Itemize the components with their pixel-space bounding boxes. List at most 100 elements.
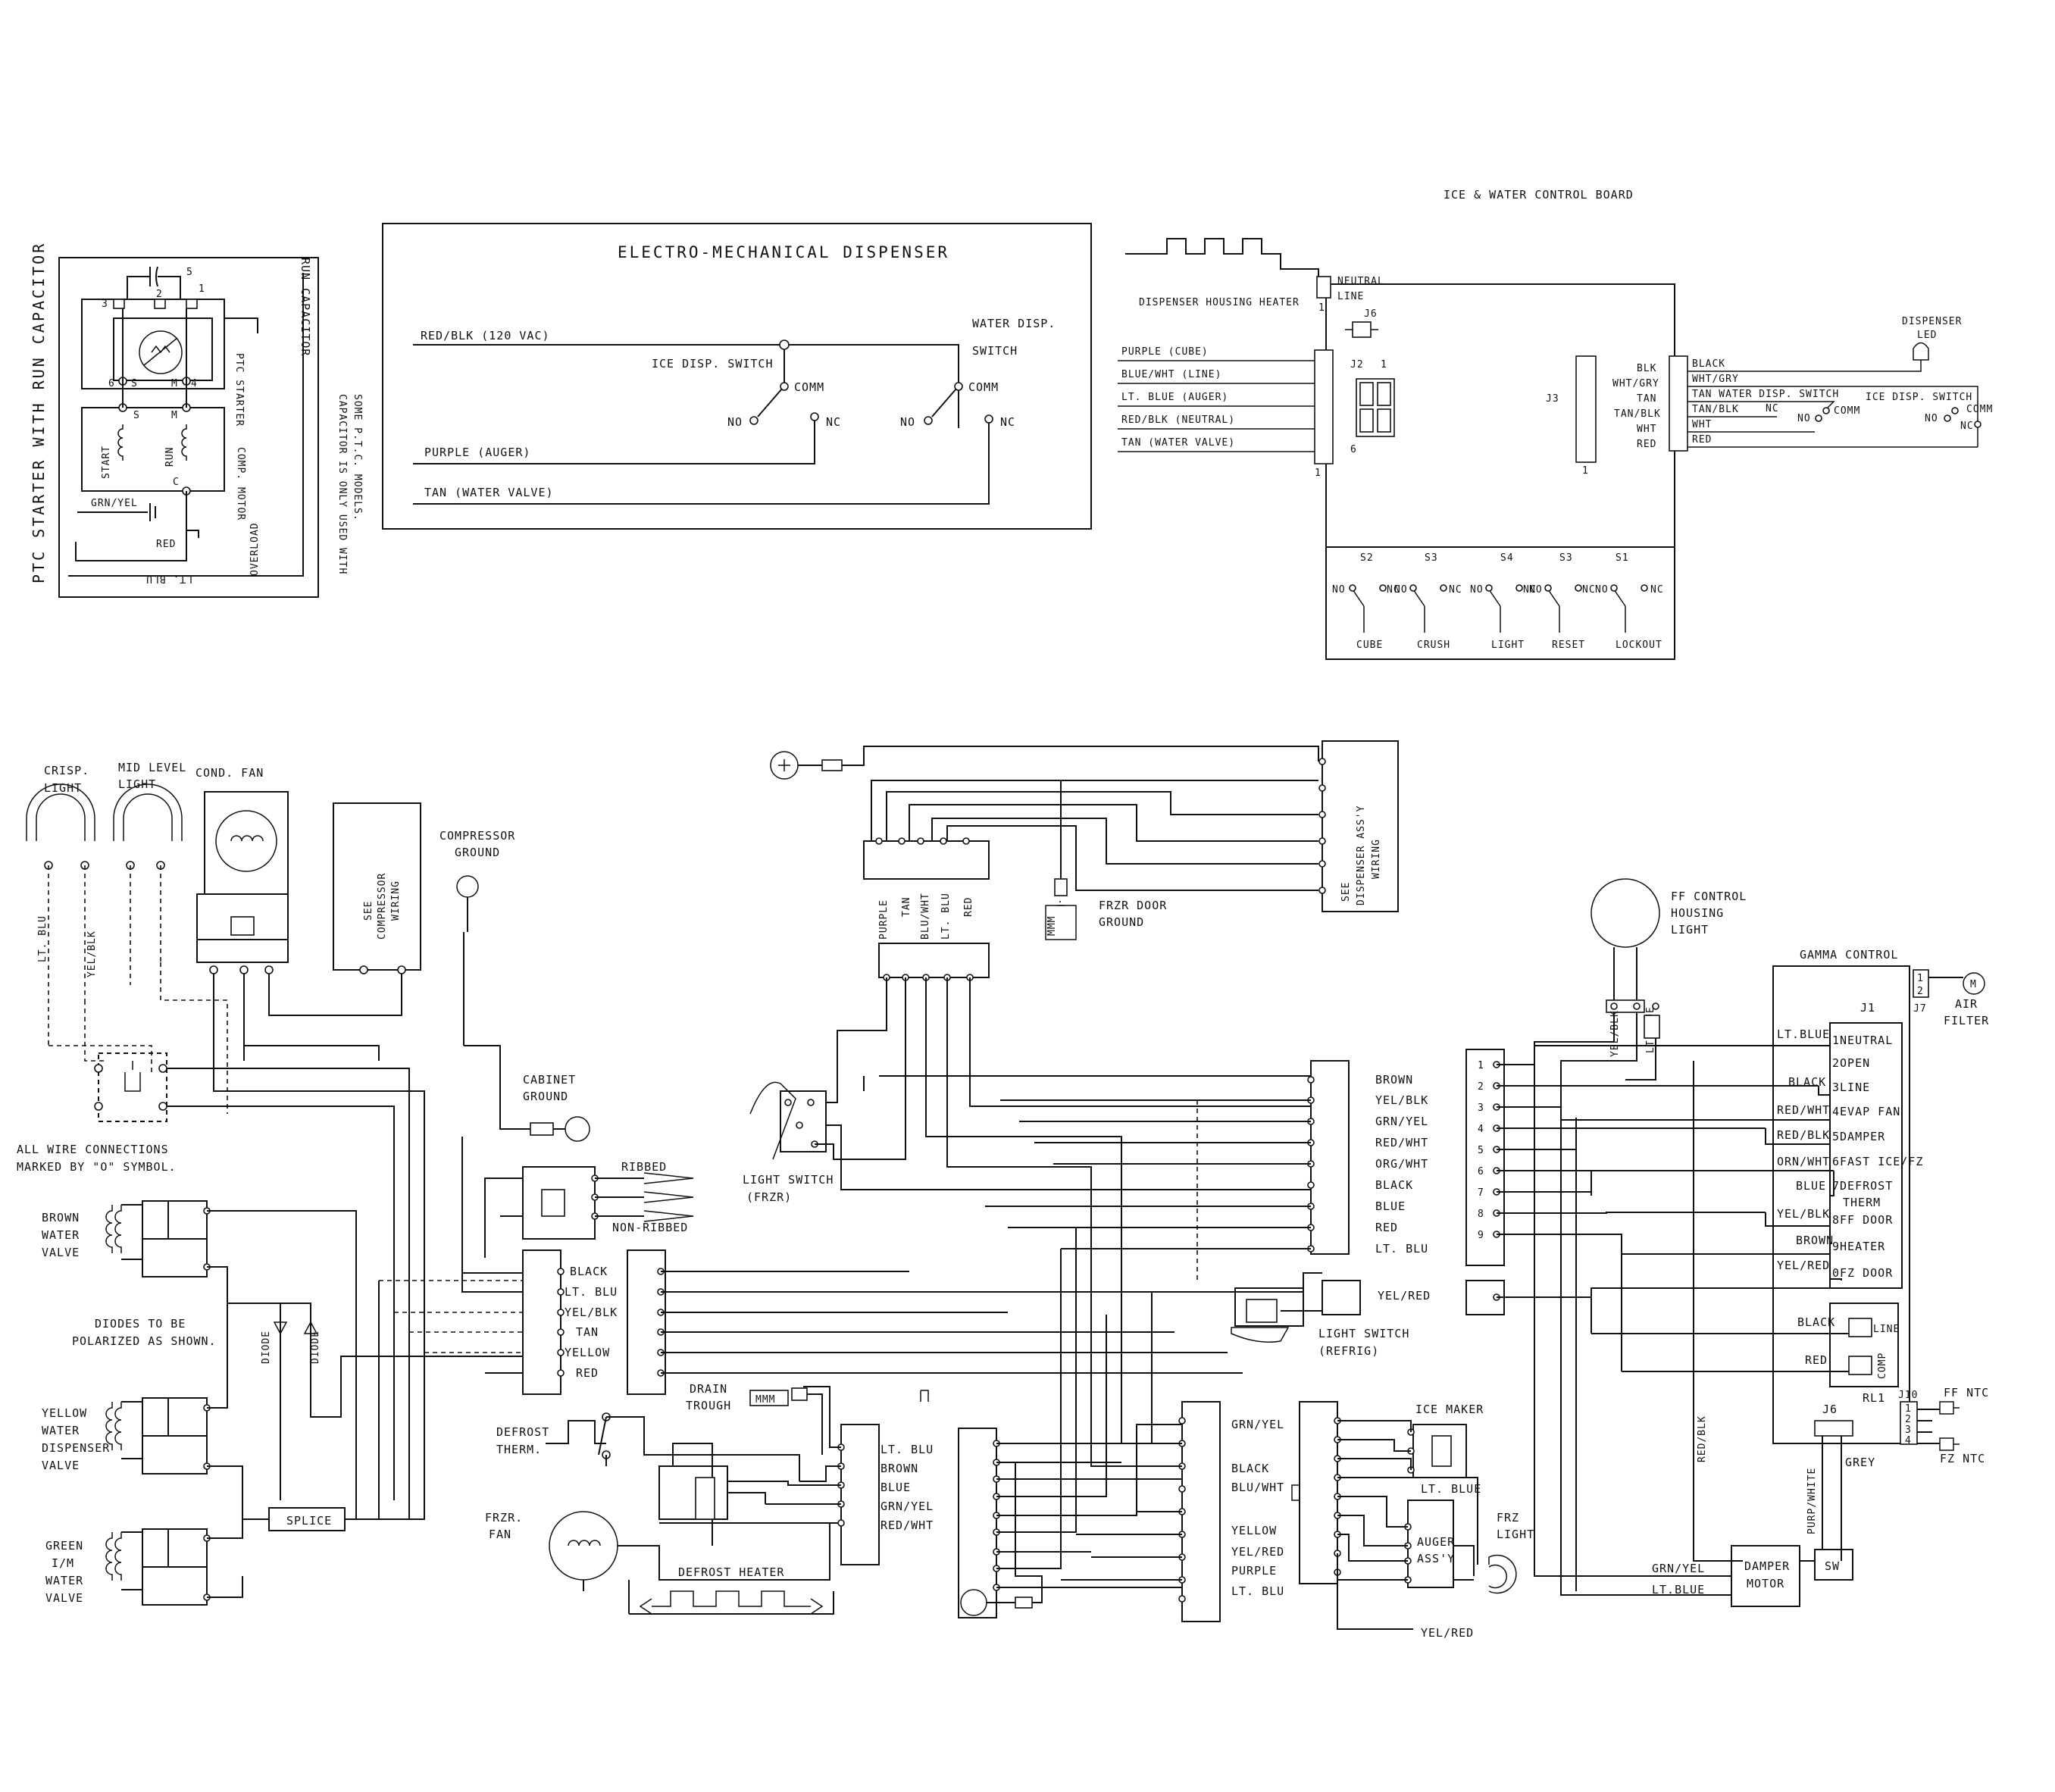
gp-6: 6FAST ICE/FZ (1832, 1155, 1923, 1168)
iw-wire-3: LT. BLUE (AUGER) (1121, 392, 1228, 403)
cn-5: 5 (1478, 1145, 1484, 1156)
mw-5: YEL/RED (1231, 1545, 1284, 1559)
purp-white-g: PURP/WHITE (1806, 1468, 1818, 1534)
ptc-term-5: 5 (186, 267, 193, 278)
capacitor-note: CAPACITOR IS ONLY USED WITH (336, 394, 348, 574)
ice-no-label: NO (727, 415, 743, 429)
gp-11: 0FZ DOOR (1832, 1266, 1893, 1280)
frzr-door: FRZR DOOR (1099, 899, 1167, 912)
cc-2: YEL/BLK (1375, 1093, 1428, 1107)
yel-blk-vert: YEL/BLK (86, 930, 98, 977)
j10-p4: 4 (1905, 1435, 1912, 1446)
led-label-2: LED (1917, 330, 1937, 341)
sw-nc-3: NC (1523, 584, 1537, 596)
ribbed-label: RIBBED (621, 1160, 667, 1174)
cn-7: 7 (1478, 1187, 1484, 1199)
sw-4-label: RESET (1552, 640, 1585, 651)
ff-ntc: FF NTC (1944, 1386, 1989, 1400)
line-label: LINE (1337, 291, 1364, 302)
gw-9: YEL/RED (1777, 1259, 1830, 1272)
iw-wire-2: BLUE/WHT (LINE) (1121, 369, 1221, 380)
cc-1: BROWN (1375, 1073, 1413, 1087)
gp-2: 2OPEN (1832, 1056, 1870, 1070)
mmm-2: MMM (755, 1394, 775, 1406)
j3-label: J3 (1546, 393, 1559, 405)
mw-1: GRN/YEL (1231, 1418, 1284, 1431)
motor-term-s: S (133, 410, 140, 421)
sw-no-4: NO (1529, 584, 1543, 596)
gp-9: 8FF DOOR (1832, 1213, 1893, 1227)
yellow-valve-3: DISPENSER (42, 1441, 110, 1455)
j10-p3: 3 (1905, 1425, 1912, 1436)
j7-label: J7 (1913, 1003, 1927, 1015)
fz-ntc: FZ NTC (1940, 1452, 1985, 1465)
all-wire-label: ALL WIRE CONNECTIONS (17, 1143, 169, 1156)
water-switch-label: WATER DISP. (972, 317, 1056, 330)
cn-8: 8 (1478, 1209, 1484, 1220)
sw-label: SW (1825, 1559, 1840, 1573)
defrost-therm-2: THERM. (496, 1443, 542, 1456)
water-no-label: NO (900, 415, 915, 429)
all-wire-label-2: MARKED BY "O" SYMBOL. (17, 1160, 177, 1174)
gw-4: RED/BLK (1777, 1128, 1830, 1142)
ff-housing: FF CONTROL (1671, 890, 1747, 903)
ff-housing-3: LIGHT (1671, 923, 1709, 937)
mw-3: BLU/WHT (1231, 1481, 1284, 1494)
j2-label: J2 (1350, 359, 1364, 371)
see-disp-2: DISPENSER ASS'Y (1356, 805, 1367, 905)
sw-nc-2: NC (1449, 584, 1462, 596)
green-valve-1: GREEN (45, 1539, 83, 1553)
cc-7: BLUE (1375, 1199, 1406, 1213)
tan-water-label: TAN (WATER VALVE) (424, 486, 554, 499)
rw-3: TAN WATER DISP. SWITCH (1692, 389, 1839, 400)
rw-6: RED (1692, 434, 1712, 446)
m-label: M (1970, 979, 1977, 990)
rp-1: BLK (1637, 363, 1656, 374)
light-switch-ref: LIGHT SWITCH (1318, 1327, 1409, 1340)
hw-4: GRN/YEL (880, 1500, 934, 1513)
gw-5: ORN/WHT (1777, 1155, 1830, 1168)
j10-p1: 1 (1905, 1403, 1912, 1415)
nc-r1: NC (1766, 403, 1779, 414)
see-disp: SEE (1340, 882, 1352, 902)
brown-valve-1: BROWN (42, 1211, 80, 1224)
sw-nc-1: NC (1387, 584, 1400, 596)
ice-maker-label: ICE MAKER (1415, 1403, 1484, 1416)
yel-red-bottom: YEL/RED (1421, 1626, 1474, 1640)
j6-gamma: J6 (1822, 1403, 1838, 1416)
iwcb-pin-1: 1 (1318, 302, 1325, 314)
diode-label-2: DIODE (310, 1331, 321, 1364)
rp-2: WHT/GRY (1612, 378, 1659, 389)
mid-light-label-2: LIGHT (118, 777, 156, 791)
green-valve-3: WATER (45, 1574, 83, 1587)
rw-5: WHT (1692, 419, 1712, 430)
center-section: SEE DISPENSER ASS'Y WIRING PURPLE TAN BL… (485, 740, 1534, 1640)
water-switch-label-2: SWITCH (972, 344, 1018, 358)
cw-6: RED (576, 1366, 599, 1380)
ice-nc-label: NC (826, 415, 841, 429)
no-r2: NO (1925, 413, 1938, 424)
rp-3: TAN (1637, 393, 1656, 405)
motor-term-m: M (171, 410, 178, 421)
ice-switch-label: ICE DISP. SWITCH (652, 357, 774, 371)
motor-term-c: C (173, 477, 180, 488)
water-comm-label: COMM (968, 380, 999, 394)
red-label: RED (156, 539, 176, 550)
j2-left-1: 1 (1315, 468, 1322, 479)
ptc-term-3: 3 (102, 299, 108, 310)
gw-8: BROWN (1796, 1234, 1834, 1247)
iw-wire-1: PURPLE (CUBE) (1121, 346, 1209, 358)
sw-no-5: NO (1595, 584, 1609, 596)
damper: DAMPER (1744, 1559, 1790, 1573)
hw-1: LT. BLU (880, 1443, 934, 1456)
mw-6: PURPLE (1231, 1564, 1277, 1578)
mid-light-label: MID LEVEL (118, 761, 186, 774)
ptc-term-4: 4 (191, 378, 198, 389)
red-blk-g: RED/BLK (1697, 1415, 1708, 1462)
gp-3: 3LINE (1832, 1081, 1870, 1094)
cw-1: BLACK (570, 1265, 608, 1278)
cw-5: YELLOW (565, 1346, 610, 1359)
diodes-label-2: POLARIZED AS SHOWN. (72, 1334, 217, 1348)
green-valve-4: VALVE (45, 1591, 83, 1605)
